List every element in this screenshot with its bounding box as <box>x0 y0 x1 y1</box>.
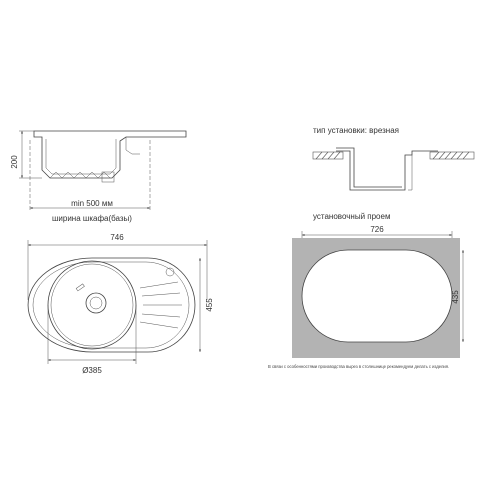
install-type-diagram <box>312 147 475 191</box>
sink-top-view <box>27 240 208 364</box>
side-section-view <box>19 130 187 212</box>
side-height-label: 200 <box>10 155 19 169</box>
top-width-label: 746 <box>110 233 124 242</box>
cutout-width-label: 726 <box>370 225 384 234</box>
top-height-label: 455 <box>205 298 214 312</box>
cutout-note: В связи с особенностями производства выр… <box>268 364 449 369</box>
bowl-diameter-label: Ø385 <box>82 366 102 375</box>
cutout-diagram <box>292 231 464 358</box>
cabinet-width-label: ширина шкафа(базы) <box>52 214 132 223</box>
cutout-title: установочный проем <box>313 212 390 221</box>
install-type-label: тип установки: врезная <box>313 126 399 135</box>
cutout-height-label: 435 <box>451 290 460 304</box>
cabinet-min-label: min 500 мм <box>71 199 113 208</box>
